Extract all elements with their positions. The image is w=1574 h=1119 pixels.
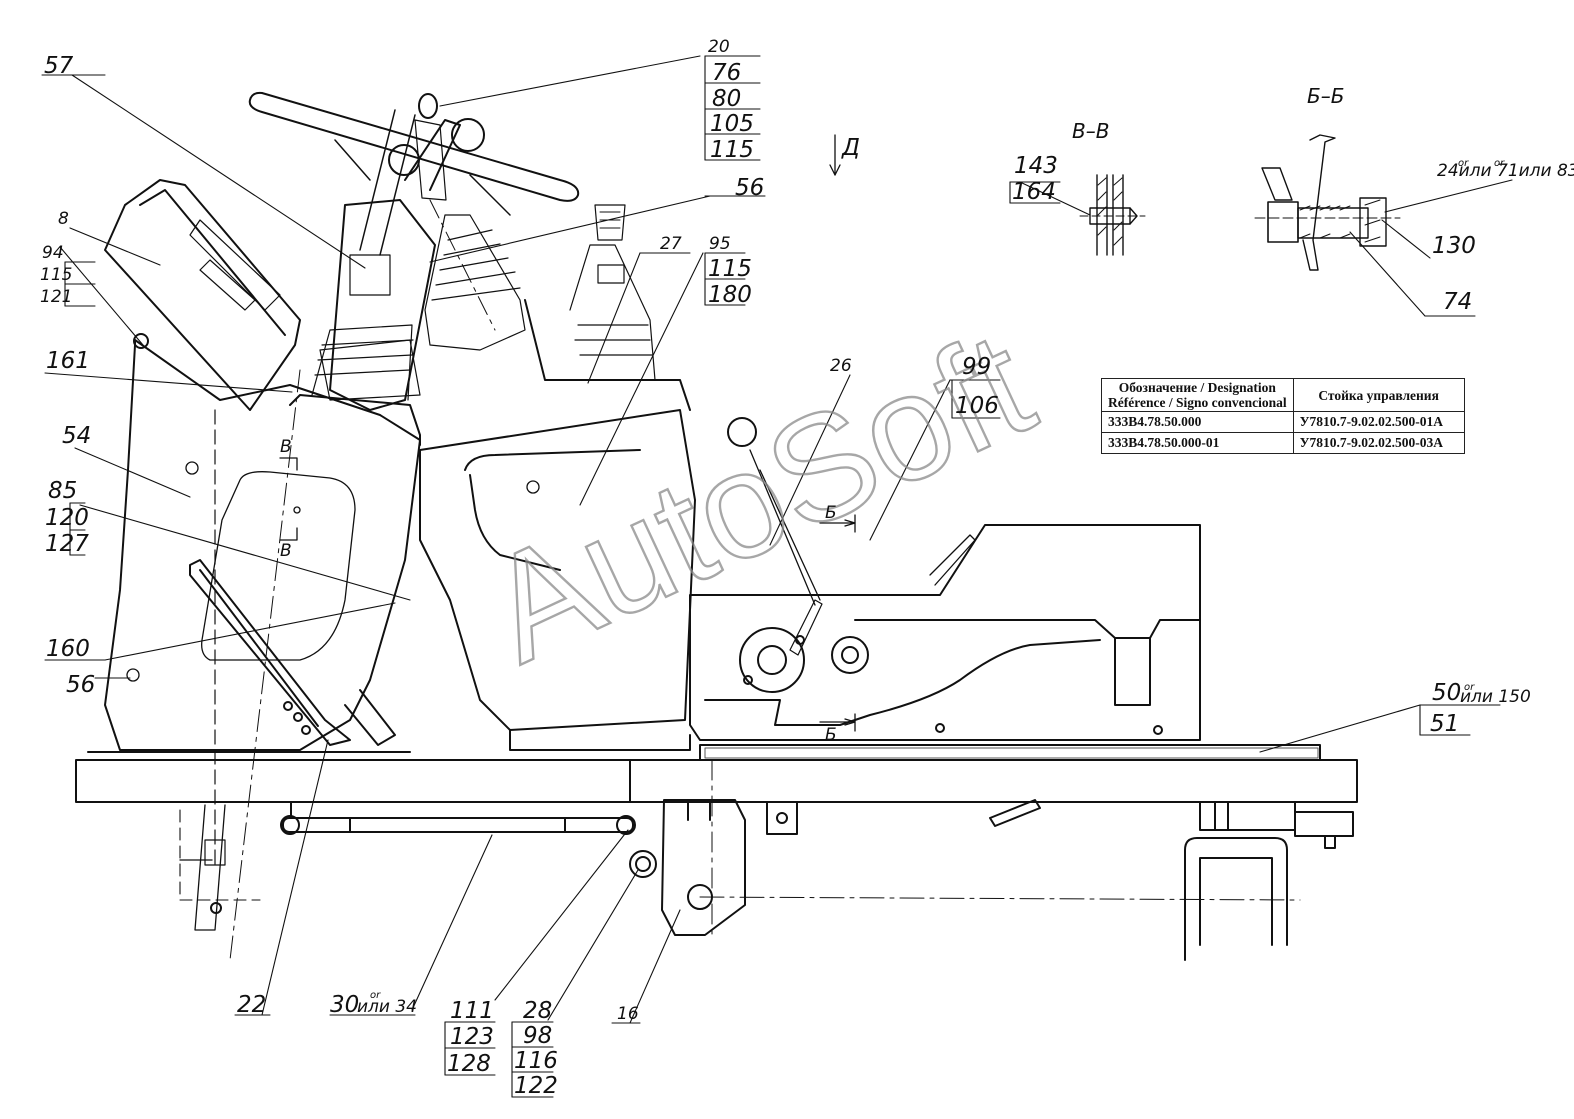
section-mark-Bv-top: Б <box>825 503 837 523</box>
row-name: У7810.7-9.02.02.500-03А <box>1292 432 1465 454</box>
section-mark-Bv-bottom: Б <box>825 725 837 745</box>
designation-table: Обозначение / Designation Référence / Si… <box>1101 378 1465 454</box>
callout-161: 161 <box>46 348 90 374</box>
pedestal-body <box>104 339 421 961</box>
callout-51: 51 <box>1430 711 1459 737</box>
or-label-2: or <box>1494 158 1505 169</box>
section-markers <box>279 134 856 732</box>
base-frame <box>75 744 1358 961</box>
callout-56-left: 56 <box>66 672 95 698</box>
callout-99: 99 <box>962 354 991 380</box>
instrument-panel <box>104 179 301 411</box>
table-row: 333В4.78.50.000 У7810.7-9.02.02.500-01А <box>1101 411 1465 433</box>
callout-22: 22 <box>237 992 266 1018</box>
callout-94: 94 <box>42 243 64 263</box>
callout-105: 105 <box>710 111 754 137</box>
callout-122: 122 <box>514 1073 558 1099</box>
callout-76: 76 <box>712 60 741 86</box>
callout-115-b: 115 <box>708 256 752 282</box>
callout-115: 115 <box>710 137 754 163</box>
callout-D: Д <box>841 135 860 161</box>
callout-127: 127 <box>45 531 89 557</box>
middle-console <box>419 204 696 751</box>
callout-boxes <box>64 55 1471 1098</box>
section-mark-B-bottom: В <box>280 541 292 561</box>
row-name: У7810.7-9.02.02.500-01А <box>1292 411 1465 433</box>
table-row: 333В4.78.50.000-01 У7810.7-9.02.02.500-0… <box>1101 432 1465 454</box>
callout-54: 54 <box>62 423 91 449</box>
callout-98: 98 <box>523 1023 552 1049</box>
callout-50-alt: или 150 <box>1460 687 1531 707</box>
callout-115-c: 115 <box>40 265 72 285</box>
callout-128: 128 <box>447 1051 491 1077</box>
callout-160: 160 <box>46 636 90 662</box>
header-name: Стойка управления <box>1292 378 1465 412</box>
callout-57: 57 <box>44 53 74 79</box>
or-label-1: or <box>1458 158 1469 169</box>
callout-106: 106 <box>955 393 999 419</box>
callout-16: 16 <box>617 1004 639 1024</box>
callout-74: 74 <box>1443 289 1472 315</box>
callout-164: 164 <box>1012 179 1056 205</box>
callout-28: 28 <box>523 998 552 1024</box>
callout-56-top: 56 <box>735 175 764 201</box>
section-bb <box>1254 134 1401 271</box>
section-title-bb: Б–Б <box>1307 84 1344 108</box>
header-designation: Обозначение / Designation Référence / Si… <box>1101 378 1294 412</box>
callout-116: 116 <box>514 1048 558 1074</box>
callout-30-alt: или 34 <box>357 997 417 1017</box>
section-title-vv: В–В <box>1072 119 1109 143</box>
or-label-3: or <box>1464 682 1475 693</box>
callout-143: 143 <box>1014 153 1058 179</box>
callout-20: 20 <box>708 37 730 57</box>
section-vv <box>1079 174 1146 256</box>
section-mark-B-top: В <box>280 437 292 457</box>
callout-27: 27 <box>660 234 682 254</box>
pedal-linkage <box>280 799 798 936</box>
callout-123: 123 <box>450 1024 494 1050</box>
callout-120: 120 <box>45 505 89 531</box>
callout-labels: 57 20 76 80 105 115 Д 56 27 95 115 180 8… <box>40 37 1574 1099</box>
table-header-row: Обозначение / Designation Référence / Si… <box>1101 378 1465 412</box>
callout-26: 26 <box>830 356 852 376</box>
callout-130: 130 <box>1432 233 1476 259</box>
callout-80: 80 <box>712 86 741 112</box>
row-designation: 333В4.78.50.000-01 <box>1101 432 1294 454</box>
right-control-block <box>689 417 1201 741</box>
leader-lines <box>41 55 1513 1024</box>
callout-8: 8 <box>58 209 69 229</box>
callout-180: 180 <box>708 282 752 308</box>
brake-pedal <box>179 559 396 931</box>
steering-column <box>248 91 580 446</box>
callout-111: 111 <box>450 998 494 1024</box>
callout-95: 95 <box>709 234 731 254</box>
callout-50: 50 <box>1432 680 1461 706</box>
row-designation: 333В4.78.50.000 <box>1101 411 1294 433</box>
or-label-4: or <box>370 990 381 1001</box>
callout-24: 24или 71или 83 <box>1437 161 1574 181</box>
callout-121: 121 <box>40 287 72 307</box>
callout-30: 30 <box>330 992 359 1018</box>
callout-85: 85 <box>48 478 77 504</box>
